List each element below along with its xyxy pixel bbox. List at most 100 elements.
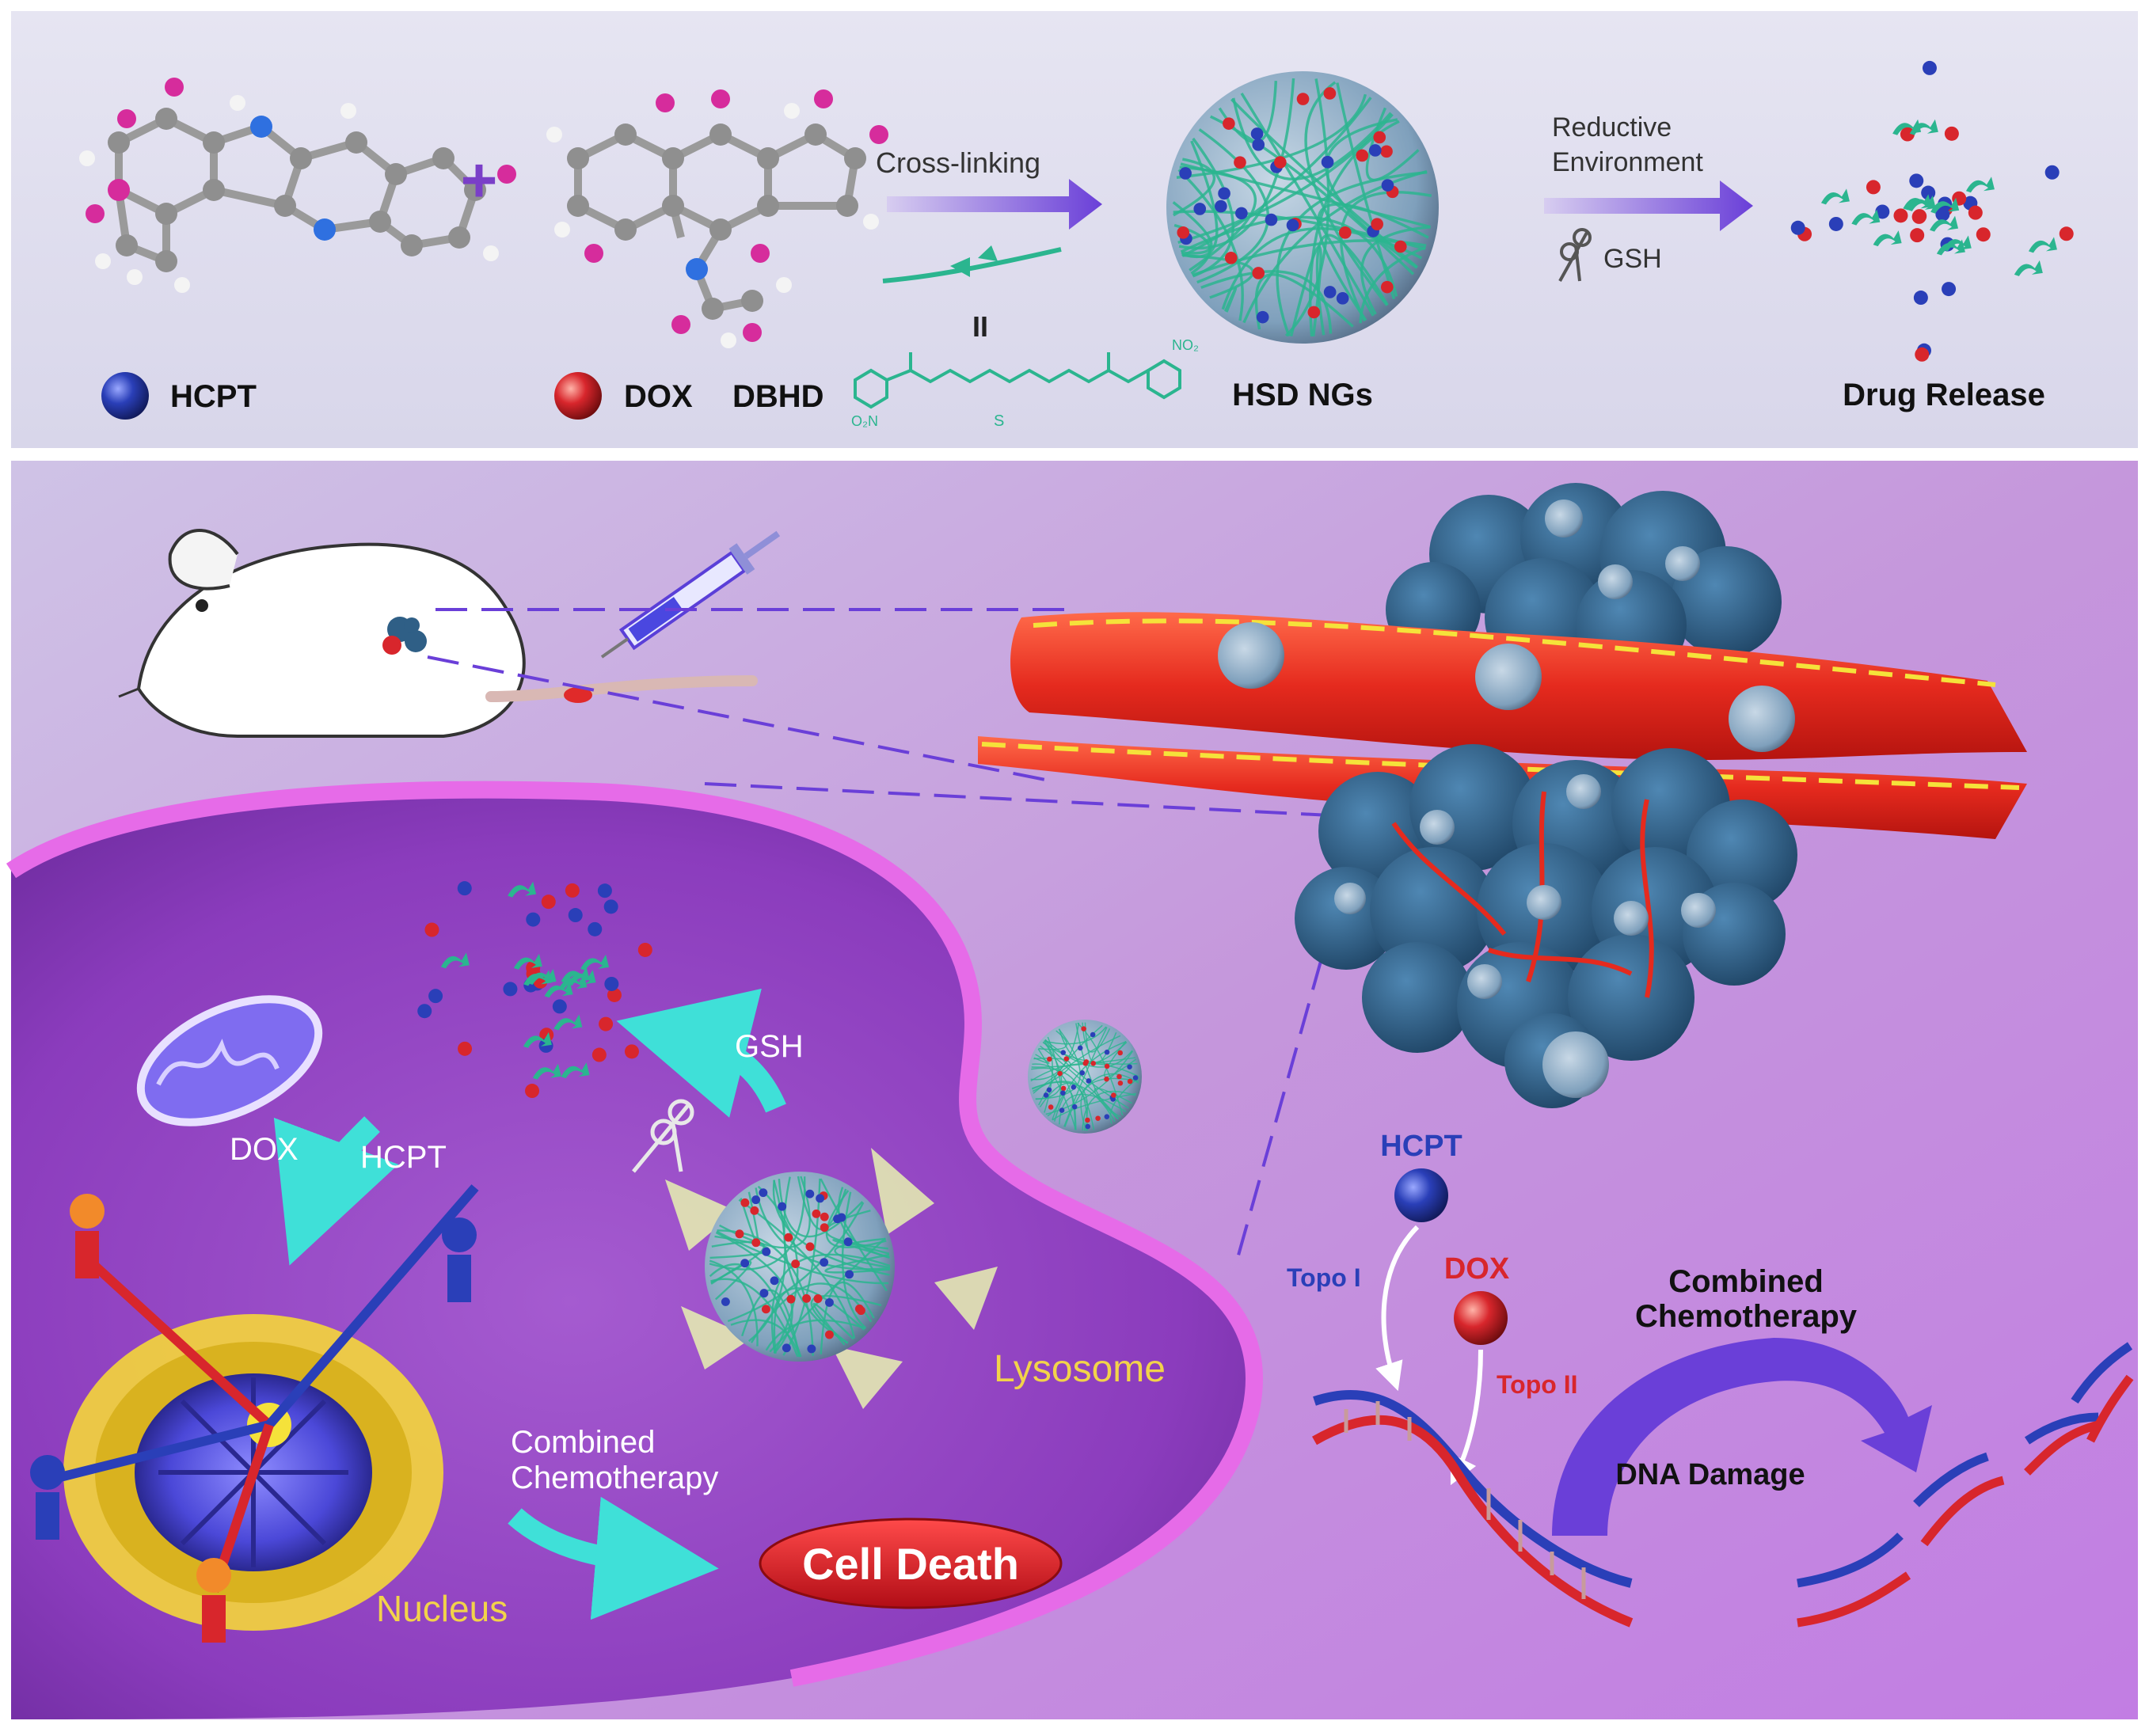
encapsulated-drug [1085, 1123, 1091, 1130]
cleaved-linker [532, 1063, 561, 1080]
scissors-icon [1558, 228, 1592, 282]
encapsulated-drug [1394, 240, 1407, 253]
hsd-nanogel [1166, 71, 1439, 344]
gsh-label-cell: GSH [735, 1029, 804, 1064]
reductive-label-line1: Reductive [1552, 112, 1672, 142]
encapsulated-drug [770, 1276, 779, 1286]
encapsulated-drug [1090, 1031, 1096, 1038]
encapsulated-drug [1104, 1049, 1110, 1055]
hcpt-label-cell: HCPT [360, 1140, 447, 1175]
dna-dox-label: DOX [1444, 1252, 1510, 1286]
encapsulated-drug [816, 1194, 825, 1203]
combined-line2-cell: Chemotherapy [511, 1461, 718, 1495]
cleaved-linker [580, 954, 610, 971]
cleaved-linker [527, 969, 557, 986]
drug-release-cluster [1790, 60, 2074, 362]
released-drug [526, 912, 541, 927]
encapsulated-drug [1048, 1104, 1054, 1110]
cleaved-linker [1892, 119, 1922, 135]
released-drug [1922, 60, 1937, 75]
lysosome [665, 1148, 998, 1409]
drug-to-nucleus-arrow [273, 1116, 399, 1266]
released-drug [424, 922, 439, 937]
vessel-endothelium-lower [981, 742, 2020, 790]
encapsulated-drug [1218, 187, 1230, 200]
reductive-arrow [1544, 180, 1753, 231]
released-drug [637, 942, 652, 957]
mesh-fiber [797, 1176, 847, 1230]
encapsulated-drug [1215, 199, 1227, 213]
mesh-fiber [1325, 118, 1418, 269]
mesh-fiber [1254, 273, 1354, 330]
mesh-fiber [834, 1237, 891, 1269]
mesh-fiber [1031, 1081, 1089, 1131]
plus-sign: + [461, 145, 498, 215]
top-panel: + [11, 11, 2138, 448]
mesh-fiber [750, 1282, 873, 1343]
mesh-fiber [1172, 201, 1213, 255]
cell-membrane [6, 781, 1263, 1687]
encapsulated-drug [1371, 218, 1384, 230]
encapsulated-drug [805, 1242, 815, 1252]
mesh-fiber [832, 1239, 890, 1259]
encapsulated-drug [1060, 1050, 1067, 1055]
encapsulated-drug [845, 1270, 854, 1279]
lysosome-label: Lysosome [994, 1348, 1166, 1390]
encapsulated-drug [1286, 218, 1299, 232]
mesh-fiber [825, 1190, 887, 1248]
cleaved-linker [567, 970, 596, 986]
mesh-fiber [727, 1202, 865, 1323]
cleaved-linker [1873, 230, 1902, 247]
encapsulated-drug [1047, 1056, 1052, 1062]
mesh-fiber [741, 1289, 801, 1358]
released-drug [591, 1047, 607, 1062]
encapsulated-drug [1336, 292, 1349, 305]
dna-combined-line1: Combined [1668, 1264, 1824, 1299]
cleaved-linker [2014, 260, 2043, 276]
encapsulated-drug [1117, 1050, 1124, 1056]
encapsulated-drug [1057, 1070, 1063, 1077]
mesh-fiber [1182, 253, 1254, 299]
released-drug [1968, 205, 1983, 220]
dna-helix-intact [1312, 1390, 1634, 1628]
mesh-fiber [1316, 203, 1429, 321]
encapsulated-drug [1116, 1073, 1122, 1080]
encapsulated-drug [807, 1344, 816, 1354]
equals-sign: II [972, 310, 988, 343]
encapsulated-drug [1081, 1026, 1086, 1031]
encapsulated-drug [812, 1209, 821, 1218]
released-drug [458, 1041, 473, 1056]
dna-hcpt-label: HCPT [1380, 1130, 1462, 1163]
mesh-fiber [1059, 1093, 1127, 1125]
mesh-fiber [1047, 1036, 1061, 1117]
mesh-fiber [1177, 113, 1394, 244]
released-drug [624, 1044, 639, 1059]
encapsulated-drug [1090, 1061, 1097, 1066]
encapsulated-drug [1265, 213, 1278, 226]
released-drug [1875, 204, 1890, 219]
cleaved-linker [561, 1062, 590, 1079]
mesh-fiber [1340, 191, 1432, 322]
topo2-label: Topo II [1497, 1370, 1577, 1399]
mesh-fiber [1104, 1040, 1137, 1078]
encapsulated-drug [856, 1306, 865, 1316]
encapsulated-drug [1046, 1087, 1052, 1093]
encapsulated-drug [1381, 280, 1394, 294]
cell-death-label: Cell Death [802, 1539, 1019, 1589]
released-drug [1790, 220, 1805, 235]
intracellular-release-cluster [417, 881, 652, 1099]
dox-legend-ball [554, 372, 602, 420]
vessel-endothelium-upper [1033, 618, 1996, 687]
nucleus-label: Nucleus [376, 1588, 508, 1629]
cleaved-linker [1930, 197, 1960, 214]
mouse-tumor [382, 617, 427, 655]
hcpt-legend-ball [101, 372, 149, 420]
released-drug [565, 883, 580, 898]
nanogel-label: HSD NGs [1232, 378, 1373, 412]
cleaved-linker [508, 881, 537, 898]
encapsulated-drug [1060, 1090, 1066, 1096]
encapsulated-drug [1111, 1092, 1116, 1098]
released-drug [457, 881, 472, 896]
encapsulated-drug [843, 1237, 853, 1247]
